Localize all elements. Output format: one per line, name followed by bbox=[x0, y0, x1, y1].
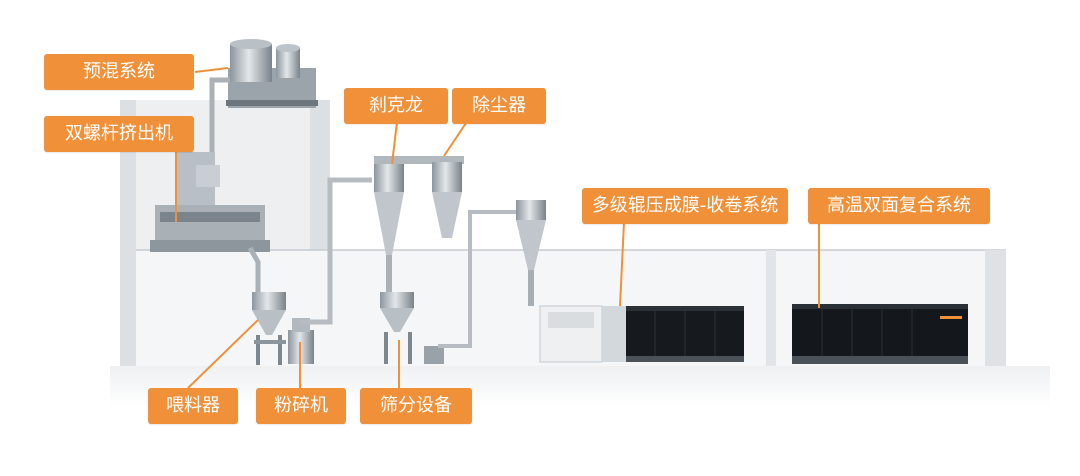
label-rolling-film-system: 多级辊压成膜-收卷系统 bbox=[582, 188, 788, 224]
laminating-machine bbox=[792, 304, 968, 364]
sieve-unit bbox=[380, 292, 444, 364]
label-premix-system: 预混系统 bbox=[44, 54, 194, 90]
label-feeder: 喂料器 bbox=[148, 388, 238, 424]
label-sieve: 筛分设备 bbox=[360, 388, 472, 424]
label-dust-collector: 除尘器 bbox=[452, 88, 546, 124]
premix-system bbox=[226, 39, 318, 108]
feeder-unit bbox=[252, 292, 286, 365]
rolling-film-machine bbox=[539, 305, 744, 363]
rolling-feed-hopper bbox=[516, 200, 546, 306]
cyclone-and-dust-collector bbox=[374, 156, 464, 295]
twin-screw-extruder bbox=[150, 152, 270, 252]
label-crusher: 粉碎机 bbox=[256, 388, 346, 424]
label-twin-screw-extruder: 双螺杆挤出机 bbox=[44, 116, 194, 152]
label-cyclone: 刹克龙 bbox=[344, 88, 448, 124]
callout-lines bbox=[175, 67, 820, 389]
label-laminating-system: 高温双面复合系统 bbox=[808, 188, 990, 224]
